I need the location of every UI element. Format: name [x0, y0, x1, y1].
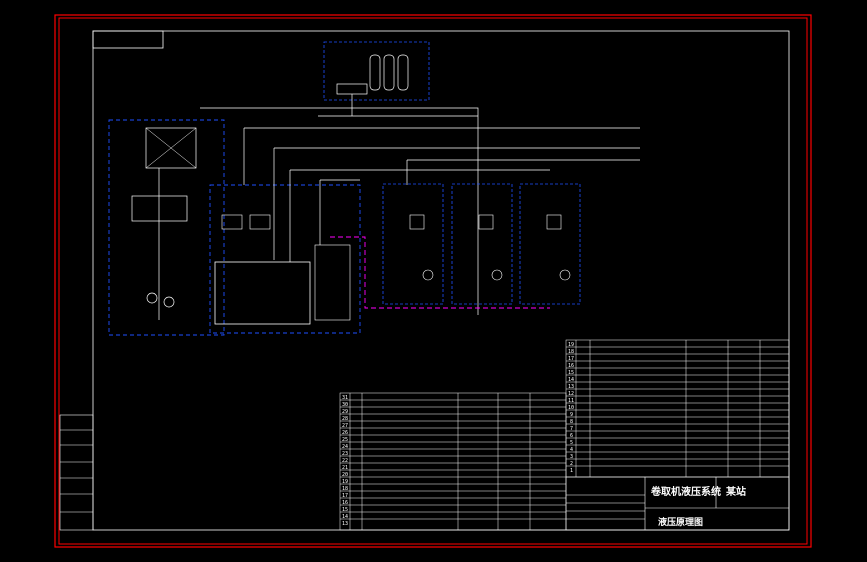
actuator-branches	[330, 183, 581, 309]
bom-right-row-number: 5	[570, 440, 573, 446]
bom-right-row-number: 9	[570, 412, 573, 418]
bom-left-row-number: 16	[342, 500, 348, 506]
bom-left-row-number: 28	[342, 416, 348, 422]
bom-right-row-number: 10	[568, 405, 574, 411]
bom-right-row-numbers: 19 18 17 16 15 14 13 12 11 10 9 8 7 6 5 …	[568, 342, 574, 474]
bom-right-row-number: 12	[568, 391, 574, 397]
bom-left-row-number: 27	[342, 423, 348, 429]
drawing-outer-border	[54, 14, 812, 548]
bom-left-row-number: 31	[342, 395, 348, 401]
bom-left-row-number: 24	[342, 444, 348, 450]
bom-right-row-number: 11	[568, 398, 574, 404]
accumulator-group	[318, 41, 478, 117]
bom-left-row-numbers: 31 30 29 28 27 26 25 24 23 22 21 20 19 1…	[342, 395, 348, 527]
drawing-title: 卷取机液压系统	[650, 485, 721, 498]
bom-left-row-number: 26	[342, 430, 348, 436]
bom-left-row-number: 30	[342, 402, 348, 408]
bom-left-row-number: 25	[342, 437, 348, 443]
bom-right-row-number: 1	[570, 468, 573, 474]
bom-left-row-number: 20	[342, 472, 348, 478]
bom-right-row-number: 13	[568, 384, 574, 390]
bom-right-row-number: 15	[568, 370, 574, 376]
bom-left-row-number: 29	[342, 409, 348, 415]
bom-left-table	[339, 392, 567, 531]
title-block	[565, 476, 790, 531]
pump-station-group	[108, 119, 225, 336]
bom-right-row-number: 4	[570, 447, 573, 453]
bom-right-row-number: 19	[568, 342, 574, 348]
bom-right-row-number: 6	[570, 433, 573, 439]
drawing-inner-border	[58, 17, 808, 545]
bom-left-row-number: 18	[342, 486, 348, 492]
bom-left-row-number: 17	[342, 493, 348, 499]
corner-tag-box	[92, 30, 164, 49]
pipe-lines	[200, 107, 640, 315]
bom-right-row-number: 3	[570, 454, 573, 460]
tank-group	[209, 184, 361, 334]
bom-left-row-number: 15	[342, 507, 348, 513]
bom-right-row-number: 2	[570, 461, 573, 467]
drawing-subtitle: 液压原理图	[658, 516, 703, 528]
bom-right-row-number: 8	[570, 419, 573, 425]
revision-strip	[59, 414, 94, 531]
bom-left-row-number: 19	[342, 479, 348, 485]
drawing-frame	[92, 30, 790, 531]
bom-left-row-number: 14	[342, 514, 348, 520]
bom-left-row-number: 23	[342, 451, 348, 457]
bom-left-row-number: 13	[342, 521, 348, 527]
bom-right-row-number: 14	[568, 377, 574, 383]
bom-right-row-number: 16	[568, 363, 574, 369]
bom-right-row-number: 17	[568, 356, 574, 362]
bom-left-row-number: 21	[342, 465, 348, 471]
bom-right-table	[565, 339, 790, 478]
designer-field: 某站	[726, 485, 746, 498]
bom-right-row-number: 7	[570, 426, 573, 432]
bom-right-row-number: 18	[568, 349, 574, 355]
bom-left-row-number: 22	[342, 458, 348, 464]
